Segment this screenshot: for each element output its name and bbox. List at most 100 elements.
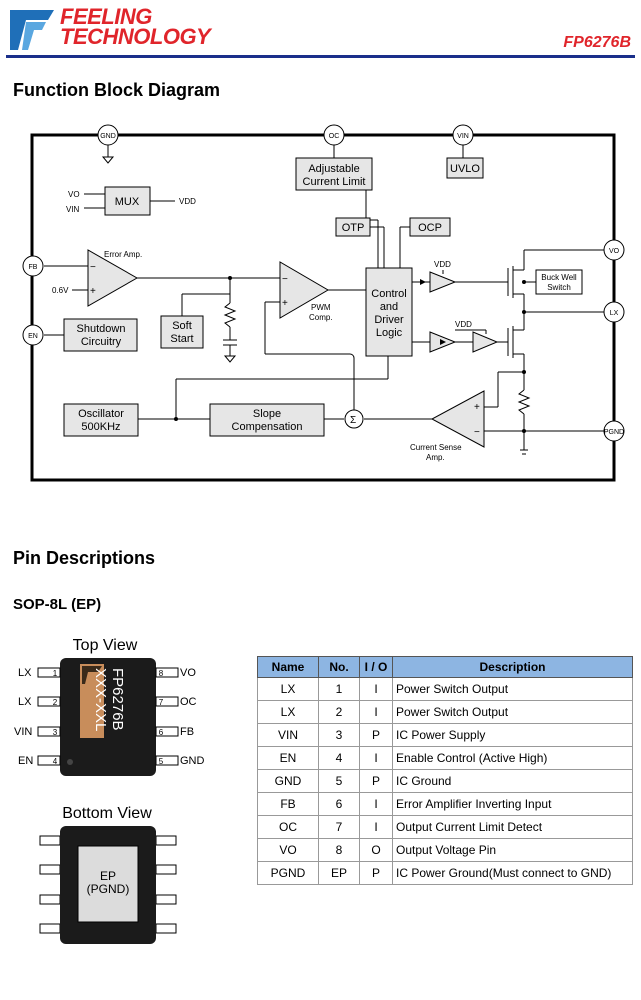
cell-no: 3 — [318, 723, 360, 747]
cell-description: Power Switch Output — [392, 700, 633, 724]
cell-no: 8 — [318, 838, 360, 862]
pwm-label-1: PWM — [311, 303, 331, 312]
table-row: VO 8 O Output Voltage Pin — [257, 838, 633, 862]
cell-io: I — [359, 815, 393, 839]
slope-label-1: Slope — [253, 408, 281, 420]
cs-amp-label-1: Current Sense — [410, 443, 462, 452]
function-block-diagram: GND OC VIN FB EN VO LX PGND — [22, 124, 625, 482]
osc-label-1: Oscillator — [78, 408, 124, 420]
ep-label-2: (PGND) — [87, 882, 130, 896]
softstart-label-1: Soft — [172, 320, 192, 332]
pin-label-fb: FB — [29, 264, 38, 271]
ep-label-1: EP — [100, 869, 116, 883]
ocp-block — [409, 217, 451, 237]
pin-pgnd — [603, 420, 625, 442]
cell-description: Output Voltage Pin — [392, 838, 633, 862]
ref-06v-label: 0.6V — [52, 286, 69, 295]
top-pin-8-num: 8 — [159, 669, 164, 678]
cell-no: 7 — [318, 815, 360, 839]
cell-no: 2 — [318, 700, 360, 724]
cell-name: GND — [257, 769, 319, 793]
top-pin-4-num: 4 — [53, 757, 58, 766]
pin-label-pgnd: PGND — [604, 429, 624, 436]
softstart-label-2: Start — [170, 333, 193, 345]
summing-node — [344, 409, 364, 429]
mux-block — [104, 186, 151, 216]
slope-compensation-block — [209, 403, 325, 437]
cell-name: PGND — [257, 861, 319, 885]
cell-no: EP — [318, 861, 360, 885]
current-sense-amp-triangle — [430, 390, 485, 448]
pin-description-table: Name No. I / O Description LX 1 I Power … — [257, 656, 633, 885]
cell-io: I — [359, 700, 393, 724]
cell-description: IC Power Supply — [392, 723, 633, 747]
logo-text-line1: FEELING — [60, 4, 152, 29]
error-amp-label: Error Amp. — [104, 250, 142, 259]
cell-no: 4 — [318, 746, 360, 770]
adj-label-1: Adjustable — [308, 163, 359, 175]
pwm-label-2: Comp. — [309, 313, 333, 322]
cell-name: VIN — [257, 723, 319, 747]
slope-label-2: Compensation — [232, 421, 303, 433]
marking-line-2: XXX-XXL — [92, 668, 109, 731]
top-pin-5-num: 5 — [159, 757, 164, 766]
oscillator-block — [63, 403, 139, 437]
vdd-top-label: VDD — [434, 260, 451, 269]
ground-symbol-icon — [101, 156, 115, 164]
buck-well-switch-block — [535, 269, 583, 295]
pin-label-lx: LX — [610, 310, 619, 317]
cs-plus: + — [474, 402, 480, 413]
error-amp-triangle — [87, 249, 139, 307]
cs-minus: − — [474, 427, 480, 438]
cs-amp-label-2: Amp. — [426, 453, 445, 462]
top-pin-1-name: LX — [18, 667, 32, 679]
error-amp-minus: − — [90, 262, 96, 273]
cell-io: P — [359, 861, 393, 885]
pin-label-vin: VIN — [457, 133, 469, 140]
error-amp-plus: + — [90, 286, 96, 297]
uvlo-block — [446, 157, 484, 179]
shutdown-label-2: Circuitry — [81, 336, 122, 348]
soft-start-block — [160, 315, 204, 349]
bottom-view-title: Bottom View — [62, 805, 152, 822]
pwm-plus: + — [282, 298, 288, 309]
table-row: FB 6 I Error Amplifier Inverting Input — [257, 792, 633, 816]
ocp-label: OCP — [418, 222, 442, 234]
buck-label-1: Buck Well — [541, 273, 577, 282]
table-row: LX 2 I Power Switch Output — [257, 700, 633, 724]
cell-no: 6 — [318, 792, 360, 816]
cell-description: Output Current Limit Detect — [392, 815, 633, 839]
top-pin-2-name: LX — [18, 696, 32, 708]
header-rule — [6, 55, 635, 58]
shutdown-label-1: Shutdown — [77, 323, 126, 335]
marking-logo-icon — [82, 666, 102, 684]
section-title-function-block: Function Block Diagram — [13, 80, 221, 100]
sigma-label: Σ — [350, 415, 356, 426]
pin1-marker — [67, 759, 73, 765]
pin-label-oc: OC — [329, 133, 340, 140]
cell-description: Error Amplifier Inverting Input — [392, 792, 633, 816]
top-pin-4-name: EN — [18, 755, 33, 767]
ctrl-label-3: Driver — [374, 314, 404, 326]
buck-label-2: Switch — [547, 283, 571, 292]
pin-fb — [22, 255, 44, 277]
driver-top-triangle — [429, 271, 457, 293]
top-pin-3-name: VIN — [14, 726, 32, 738]
shutdown-circuitry-block — [63, 318, 138, 352]
mux-vo-label: VO — [68, 190, 80, 199]
otp-label: OTP — [342, 222, 365, 234]
logo-mark-icon — [10, 10, 54, 50]
top-pin-7-num: 7 — [159, 698, 164, 707]
table-row: GND 5 P IC Ground — [257, 769, 633, 793]
vdd-bottom-label: VDD — [455, 320, 472, 329]
table-row: PGND EP P IC Power Ground(Must connect t… — [257, 861, 633, 885]
cell-io: I — [359, 746, 393, 770]
package-title: SOP-8L (EP) — [13, 596, 102, 613]
pwm-minus: − — [282, 274, 288, 285]
mux-vdd-label: VDD — [179, 197, 196, 206]
pin-en — [22, 324, 44, 346]
top-pin-8-name: VO — [180, 667, 196, 679]
control-driver-logic-block — [365, 267, 413, 357]
adjustable-current-limit-block — [295, 157, 373, 191]
mux-label: MUX — [115, 196, 140, 208]
